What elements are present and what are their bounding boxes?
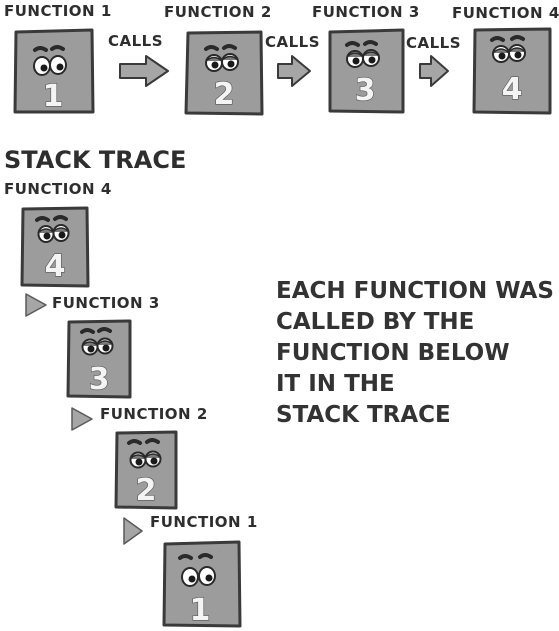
stack-entry-function-2-label: FUNCTION 2 [100,405,208,423]
eyebrow-icon [204,45,219,51]
function-number: 1 [43,79,64,114]
eyebrow-icon [363,40,378,46]
stack-entry-function-2-box: 2 [114,430,178,510]
function-box-character: 4 [20,206,90,288]
calls-arrow-icon [277,55,311,87]
eyebrow-icon [33,46,48,52]
eyebrow-icon [510,35,525,41]
function-number: 2 [136,473,157,508]
function-number: 4 [45,249,66,284]
stack-entry-function-1-label: FUNCTION 1 [150,513,258,531]
eyebrow-icon [127,439,142,445]
function-box-character: 3 [66,319,132,399]
eyebrow-icon [53,215,68,221]
eyebrow-icon [145,438,160,444]
triangle-pointer-icon [123,517,143,545]
explanation-note: EACH FUNCTION WAS CALLED BY THE FUNCTION… [276,276,554,431]
function-number: 2 [214,77,235,112]
function-3-label: FUNCTION 3 [312,3,420,21]
function-3-box: 3 [328,28,405,114]
function-box-character: 4 [472,27,552,115]
function-box-character: 3 [328,28,405,114]
function-4-box: 4 [472,27,552,115]
stack-entry-function-4-box: 4 [20,206,90,288]
eyebrow-icon [178,554,193,560]
calls-label: CALLS [406,34,462,52]
function-box-character: 2 [184,30,264,116]
note-line: CALLED BY THE [276,309,475,335]
eyebrow-icon [490,36,505,42]
function-2-label: FUNCTION 2 [164,3,272,21]
eyebrow-icon [345,41,360,47]
function-2-box: 2 [184,30,264,116]
function-4-label: FUNCTION 4 [452,4,559,22]
calls-label: CALLS [265,33,321,51]
eyebrow-icon [50,45,65,51]
eyebrow-icon [35,216,50,222]
function-number: 3 [355,73,376,108]
function-number: 4 [502,72,523,107]
function-1-box: 1 [13,28,95,115]
eyebrow-icon [80,328,95,334]
function-box-character: 1 [13,28,95,115]
stack-entry-function-1-box: 1 [162,540,242,629]
triangle-pointer-icon [25,293,47,317]
eyebrow-icon [97,327,112,333]
eyebrow-icon [198,553,213,559]
note-line: EACH FUNCTION WAS [276,278,554,304]
calls-arrow-icon [119,55,169,87]
stack-trace-title: STACK TRACE [4,146,187,174]
stack-entry-function-3-label: FUNCTION 3 [52,294,160,312]
function-number: 3 [89,362,110,397]
triangle-pointer-icon [71,407,93,431]
eyebrow-icon [222,44,237,50]
calls-label: CALLS [108,32,164,50]
note-line: FUNCTION BELOW [276,340,510,366]
function-box-character: 2 [114,430,178,510]
note-line: IT IN THE [276,371,395,397]
stack-entry-function-3-box: 3 [66,319,132,399]
note-line: STACK TRACE [276,402,451,428]
function-1-label: FUNCTION 1 [4,2,112,20]
function-number: 1 [190,593,211,628]
stack-entry-function-4-label: FUNCTION 4 [4,180,112,198]
function-box-character: 1 [162,540,242,629]
calls-arrow-icon [419,55,449,87]
